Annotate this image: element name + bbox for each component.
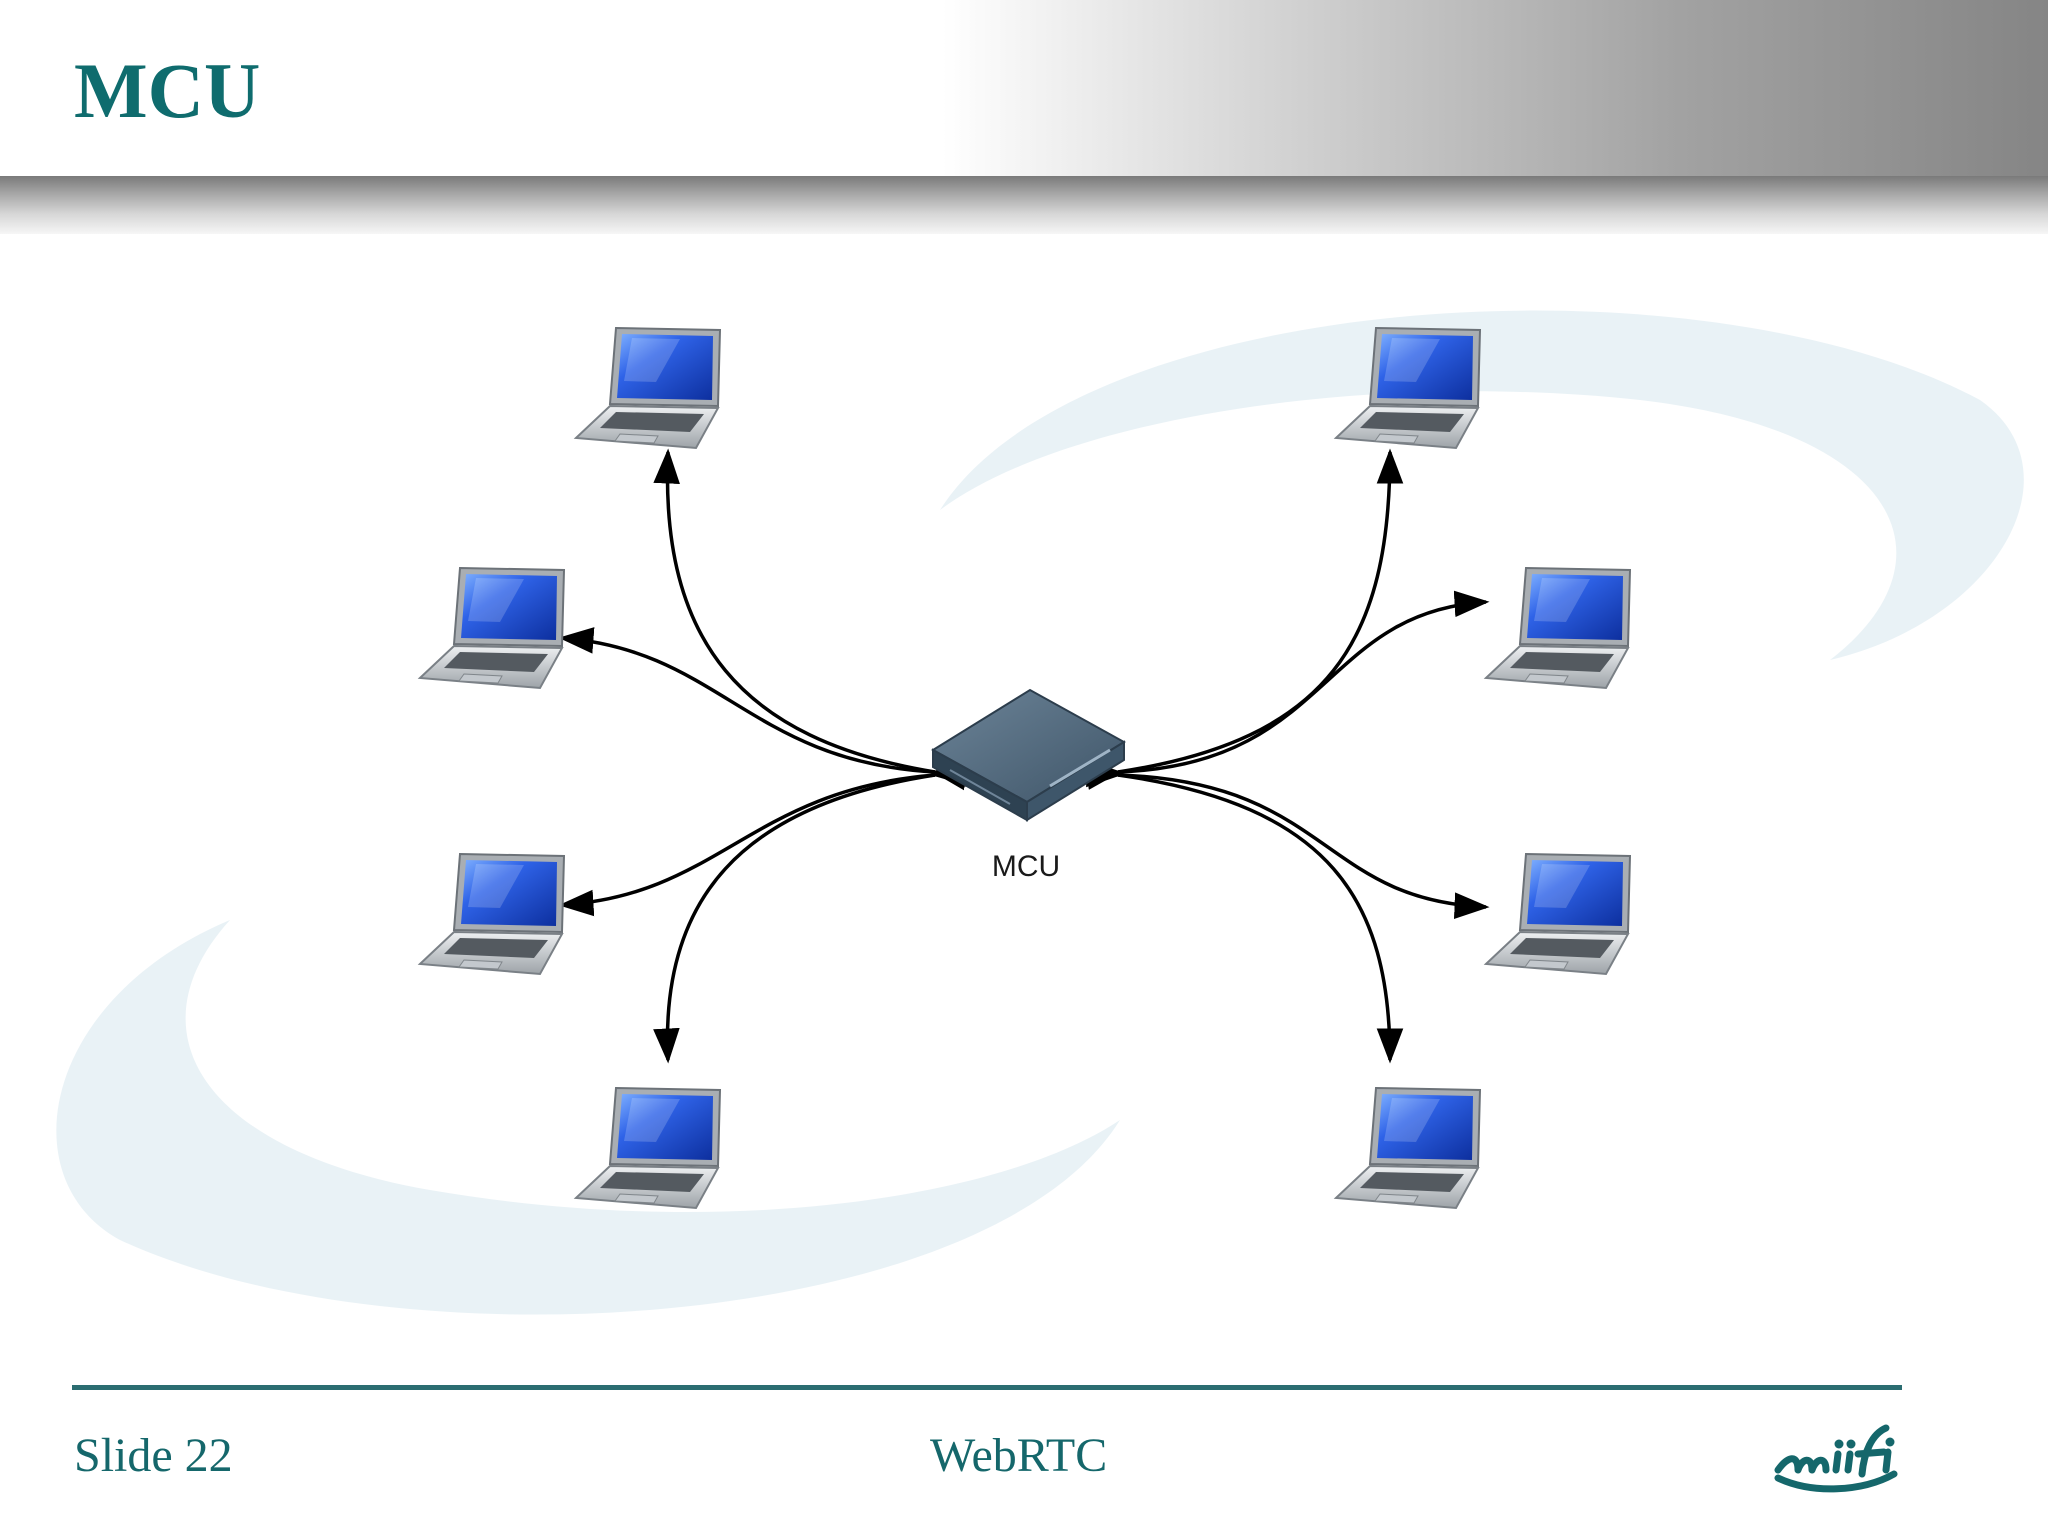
footer-divider xyxy=(72,1385,1902,1390)
laptop-icon xyxy=(575,327,721,449)
arrow-lower-left xyxy=(558,759,968,917)
arrow-top-right xyxy=(1084,448,1404,790)
laptop-icon xyxy=(419,567,565,689)
mcu-node-label: MCU xyxy=(992,850,1060,883)
server-device-icon xyxy=(931,688,1126,822)
header-bar xyxy=(0,0,2048,176)
swoosh-upper xyxy=(940,310,2024,660)
laptop-icon xyxy=(1485,853,1631,975)
arrow-upper-left xyxy=(558,627,968,787)
miit-logo xyxy=(1774,1424,1898,1493)
laptop-icon xyxy=(1335,1087,1481,1209)
header-gradient-band xyxy=(0,176,2048,234)
laptop-icon xyxy=(1485,567,1631,689)
slide-title: MCU xyxy=(74,47,261,134)
laptop-icon xyxy=(575,1087,721,1209)
arrow-upper-right xyxy=(1086,590,1490,787)
arrow-bottom-right xyxy=(1084,757,1404,1064)
arrow-top-left xyxy=(653,448,969,791)
swoosh-lower xyxy=(56,920,1120,1315)
arrow-bottom-left xyxy=(653,757,969,1064)
laptop-icon xyxy=(419,853,565,975)
slide-number: Slide 22 xyxy=(74,1429,233,1482)
mcu-diagram: MCU xyxy=(56,310,2024,1315)
footer-title: WebRTC xyxy=(930,1429,1108,1482)
